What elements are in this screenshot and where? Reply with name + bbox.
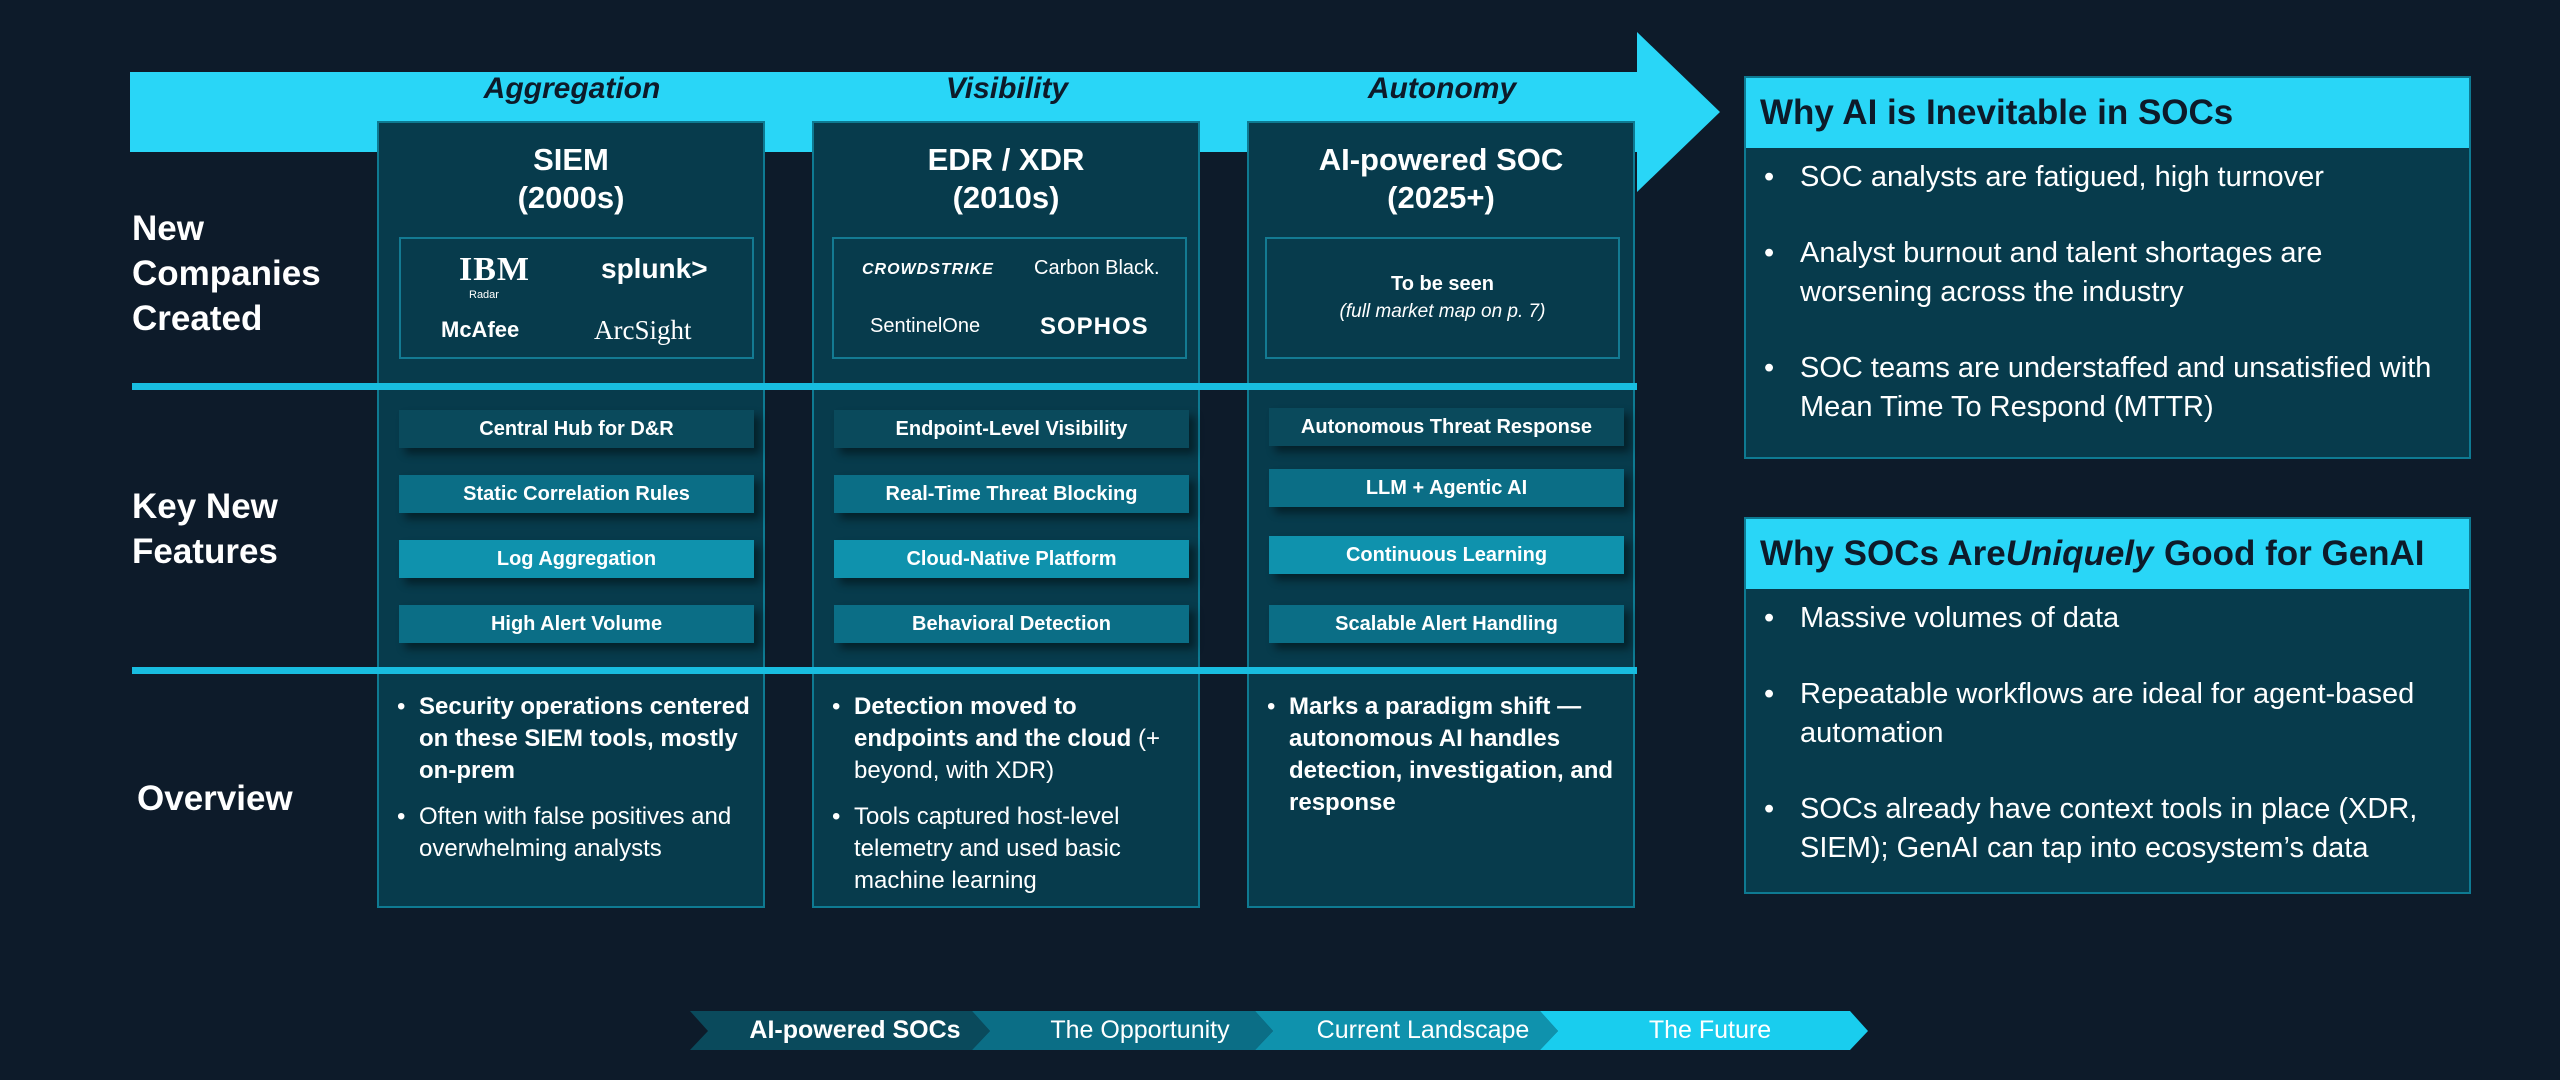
nav-item-current-landscape[interactable]: Current Landscape <box>1316 1016 1530 1044</box>
bullet-list: SOC analysts are fatigued, high turnover… <box>1746 148 2469 427</box>
divider-line <box>132 667 1637 674</box>
nav-chevrons <box>690 1011 1868 1050</box>
column-title: SIEM (2000s) <box>517 142 625 215</box>
overview-list: Marks a paradigm shift — autonomous AI h… <box>1267 691 1627 833</box>
divider-line <box>132 383 1637 390</box>
bullet-item: Analyst burnout and talent shortages are… <box>1764 234 2451 312</box>
overview-list: Detection moved to endpoints and the clo… <box>832 691 1192 911</box>
logo-box: CROWDSTRIKE Carbon Black. SentinelOne SO… <box>832 237 1187 359</box>
logo-box: IBM Radar splunk> McAfee ArcSight <box>399 237 754 359</box>
arcsight-logo: ArcSight <box>594 315 692 345</box>
panel-title: Why SOCs Are Uniquely Good for GenAI <box>1746 519 2469 589</box>
market-map-note: (full market map on p. 7) <box>1339 301 1546 322</box>
mcafee-logo: McAfee <box>441 317 520 342</box>
splunk-logo: splunk> <box>601 253 708 284</box>
feature-box: High Alert Volume <box>399 605 754 643</box>
bullet-item: SOC teams are understaffed and unsatisfi… <box>1764 349 2451 427</box>
panel-title: Why AI is Inevitable in SOCs <box>1746 78 2469 148</box>
feature-box: Endpoint-Level Visibility <box>834 410 1189 448</box>
overview-list: Security operations centered on these SI… <box>397 691 757 879</box>
overview-item: Tools captured host-level telemetry and … <box>832 801 1192 897</box>
bullet-item: SOC analysts are fatigued, high turnover <box>1764 158 2451 197</box>
column-ai-soc: AI-powered SOC (2025+) To be seen (full … <box>1247 121 1635 908</box>
panel-why-socs-unique: Why SOCs Are Uniquely Good for GenAI Mas… <box>1744 517 2471 894</box>
feature-box: Real-Time Threat Blocking <box>834 475 1189 513</box>
column-header-autonomy: Autonomy <box>1367 72 1517 105</box>
to-be-seen-text: To be seen <box>1391 273 1494 295</box>
feature-box: Central Hub for D&R <box>399 410 754 448</box>
carbon-black-logo: Carbon Black. <box>1034 257 1160 279</box>
feature-box: Log Aggregation <box>399 540 754 578</box>
feature-box: Cloud-Native Platform <box>834 540 1189 578</box>
overview-item: Often with false positives and overwhelm… <box>397 801 757 865</box>
bullet-item: SOCs already have context tools in place… <box>1764 790 2451 868</box>
nav-item-ai-powered-socs[interactable]: AI-powered SOCs <box>749 1016 961 1044</box>
feature-box: Behavioral Detection <box>834 605 1189 643</box>
column-siem: SIEM (2000s) IBM Radar splunk> McAfee Ar… <box>377 121 765 908</box>
feature-box: Static Correlation Rules <box>399 475 754 513</box>
sentinelone-logo: SentinelOne <box>870 315 981 337</box>
column-edr-xdr: EDR / XDR (2010s) CROWDSTRIKE Carbon Bla… <box>812 121 1200 908</box>
overview-item: Security operations centered on these SI… <box>397 691 757 787</box>
bullet-list: Massive volumes of data Repeatable workf… <box>1746 589 2469 868</box>
column-header-visibility: Visibility <box>945 72 1069 105</box>
feature-box: LLM + Agentic AI <box>1269 469 1624 507</box>
feature-box: Scalable Alert Handling <box>1269 605 1624 643</box>
logo-box: To be seen (full market map on p. 7) <box>1265 237 1620 359</box>
sophos-logo: SOPHOS <box>1040 313 1149 340</box>
bullet-item: Massive volumes of data <box>1764 599 2451 638</box>
nav-item-the-opportunity[interactable]: The Opportunity <box>1050 1016 1230 1044</box>
column-title: EDR / XDR (2010s) <box>927 142 1085 215</box>
feature-box: Autonomous Threat Response <box>1269 408 1624 446</box>
bullet-item: Repeatable workflows are ideal for agent… <box>1764 675 2451 753</box>
crowdstrike-logo: CROWDSTRIKE <box>862 261 994 278</box>
radar-logo-text: Radar <box>469 289 499 301</box>
nav-item-the-future[interactable]: The Future <box>1648 1016 1772 1044</box>
column-title: AI-powered SOC (2025+) <box>1318 142 1564 215</box>
panel-why-ai-inevitable: Why AI is Inevitable in SOCs SOC analyst… <box>1744 76 2471 459</box>
ibm-logo: IBM <box>459 251 530 288</box>
row-label-companies: New Companies Created <box>132 209 321 338</box>
column-header-aggregation: Aggregation <box>483 72 661 105</box>
overview-item: Marks a paradigm shift — autonomous AI h… <box>1267 691 1627 819</box>
row-label-features: Key New Features <box>132 487 278 571</box>
row-label-overview: Overview <box>137 779 293 818</box>
overview-item: Detection moved to endpoints and the clo… <box>832 691 1192 787</box>
feature-box: Continuous Learning <box>1269 536 1624 574</box>
